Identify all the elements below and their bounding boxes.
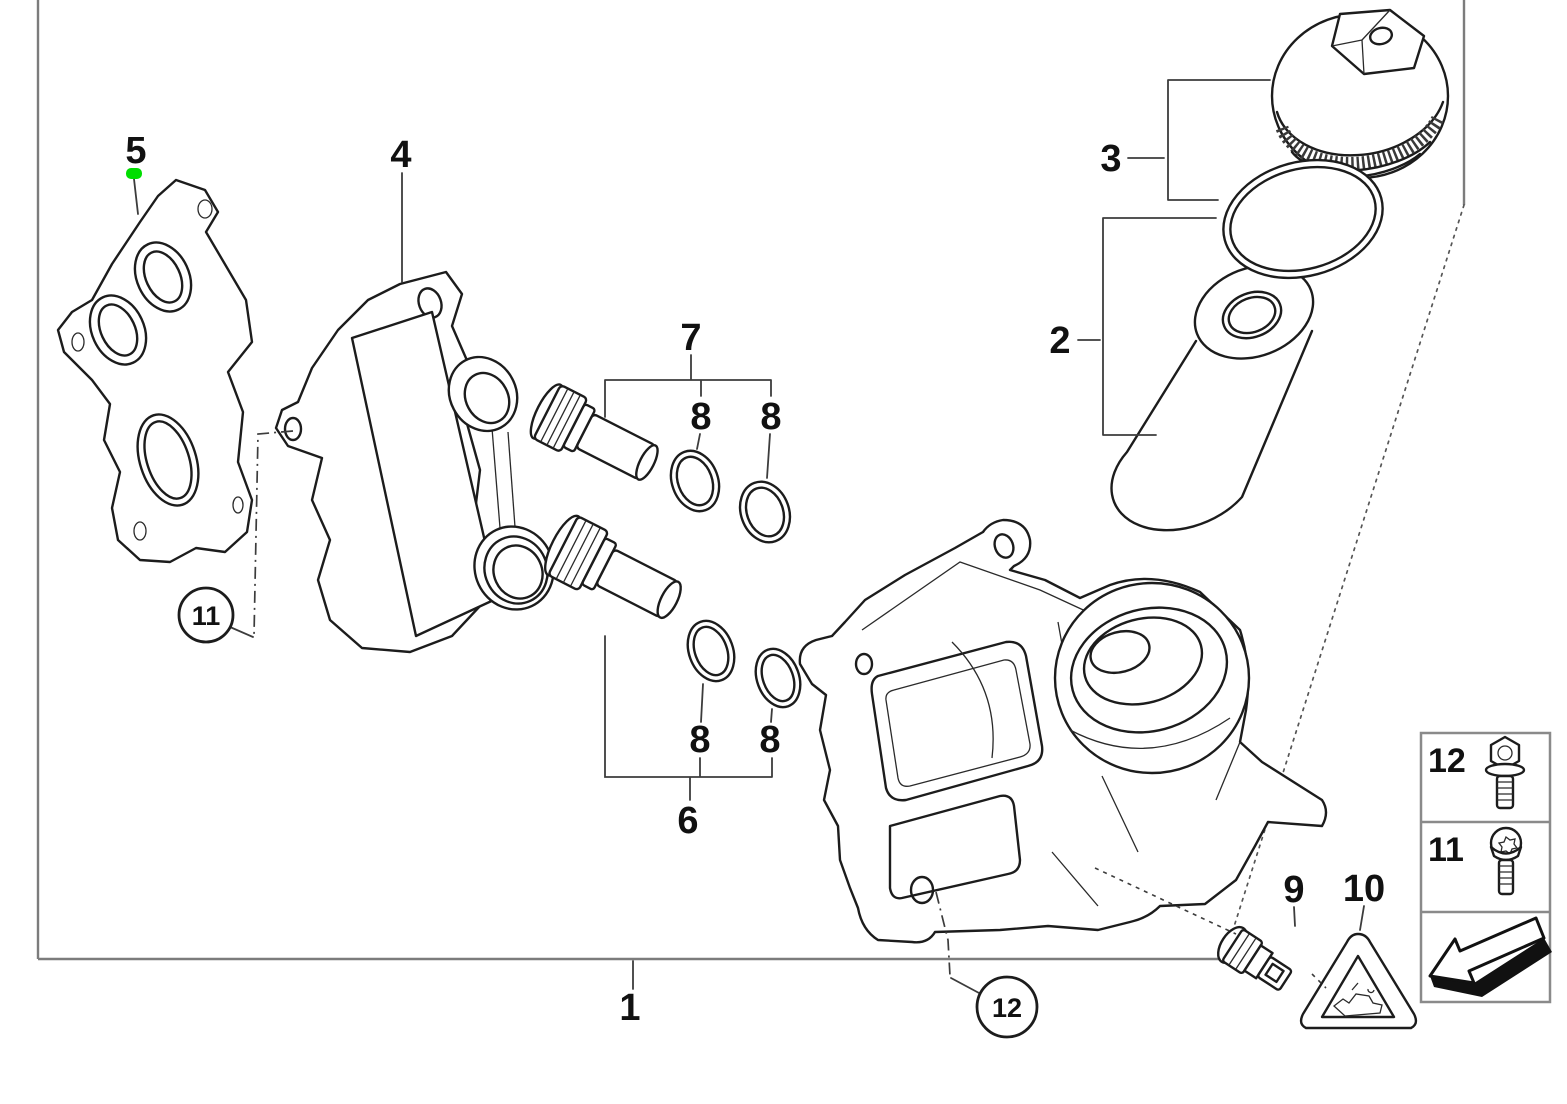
part-filter-cap-drawing bbox=[1270, 8, 1450, 180]
part-gasket-drawing bbox=[56, 178, 254, 564]
legend-screw-number[interactable]: 11 bbox=[1428, 831, 1464, 869]
drawing-frame bbox=[36, 0, 1466, 961]
callout-4[interactable]: 4 bbox=[390, 134, 411, 176]
callout-10[interactable]: 10 bbox=[1343, 868, 1385, 910]
part-filter-element-drawing bbox=[1110, 264, 1315, 532]
callout-1[interactable]: 1 bbox=[619, 987, 640, 1029]
legend-box: 12 11 bbox=[1419, 731, 1552, 1004]
callout-9[interactable]: 9 bbox=[1283, 869, 1304, 911]
callout-8d[interactable]: 8 bbox=[759, 719, 780, 761]
green-dot-marker-icon bbox=[126, 168, 142, 179]
callout-8c[interactable]: 8 bbox=[689, 719, 710, 761]
direction-of-travel-arrow-icon bbox=[1428, 916, 1552, 997]
callout-7[interactable]: 7 bbox=[680, 317, 701, 359]
warning-triangle bbox=[1299, 932, 1418, 1030]
engine-glyph-icon bbox=[1332, 982, 1383, 1017]
callout-8a[interactable]: 8 bbox=[690, 396, 711, 438]
torx-pan-head-screw-icon bbox=[1489, 826, 1523, 896]
callout-5[interactable]: 5 bbox=[125, 130, 146, 172]
part-sensor-drawing bbox=[1216, 925, 1293, 991]
callout-12-label[interactable]: 12 bbox=[992, 993, 1022, 1023]
part-housing-drawing bbox=[798, 518, 1328, 944]
legend-bolt-number[interactable]: 12 bbox=[1428, 742, 1466, 780]
callout-labels: 5 4 7 8 8 8 8 6 3 2 1 9 10 11 12 bbox=[125, 130, 1385, 1039]
part-cap-oring-drawing bbox=[1222, 158, 1384, 280]
hex-flange-bolt-icon bbox=[1484, 735, 1526, 810]
callout-3[interactable]: 3 bbox=[1100, 138, 1121, 180]
leader-lines bbox=[133, 79, 1365, 994]
callout-11-label[interactable]: 11 bbox=[192, 601, 221, 631]
callout-2[interactable]: 2 bbox=[1049, 320, 1070, 362]
callout-8b[interactable]: 8 bbox=[760, 396, 781, 438]
part-fitting-upper-drawing bbox=[529, 383, 659, 481]
part-oil-cooler-drawing bbox=[274, 270, 555, 654]
callout-12-circle[interactable]: 12 bbox=[975, 975, 1039, 1039]
legend-row-bolt[interactable]: 12 bbox=[1428, 735, 1526, 810]
frame-corner-diagonal bbox=[1223, 204, 1465, 959]
callout-6[interactable]: 6 bbox=[677, 800, 698, 842]
part-fitting-lower-drawing bbox=[544, 514, 682, 620]
part-oring-drawings bbox=[669, 449, 802, 709]
callout-11-circle[interactable]: 11 bbox=[177, 586, 235, 644]
legend-row-screw[interactable]: 11 bbox=[1428, 826, 1523, 896]
